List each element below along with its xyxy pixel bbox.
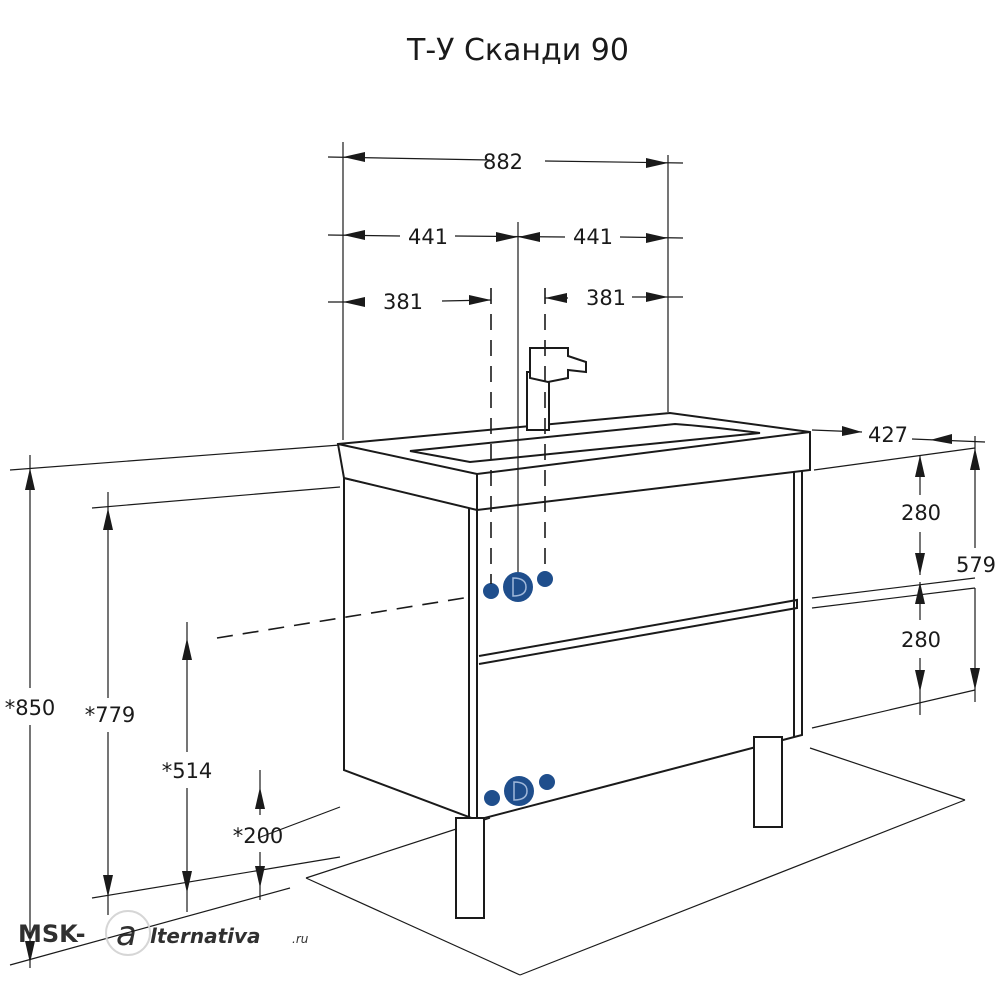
dim-381-left-label: 381 <box>383 290 423 314</box>
dim-779-label: *779 <box>85 703 136 727</box>
dimension-381: 381 381 <box>328 286 683 314</box>
dimension-779: *779 <box>85 492 136 915</box>
dim-427-label: 427 <box>868 423 908 447</box>
dim-579-label: 579 <box>956 553 996 577</box>
dimension-882: 882 <box>327 142 684 440</box>
dim-514-label: *514 <box>162 759 213 783</box>
dim-280-upper-label: 280 <box>901 501 941 525</box>
plumbing-markers-upper <box>483 571 553 602</box>
watermark-logo: MSK- a lternativa .ru <box>18 910 309 956</box>
dim-280-lower-label: 280 <box>901 628 941 652</box>
dimension-850: *850 <box>5 455 56 968</box>
cabinet-side <box>343 476 478 822</box>
dimension-200: *200 <box>233 770 284 900</box>
basin <box>336 411 811 512</box>
svg-text:MSK-: MSK- <box>18 920 86 948</box>
drawer-divider <box>478 598 798 665</box>
dimension-280-upper: 280 <box>901 455 941 575</box>
dimension-280-lower: 280 <box>901 582 941 715</box>
pipe-center-lines <box>216 222 546 639</box>
svg-text:.ru: .ru <box>292 932 309 946</box>
legs <box>455 736 783 919</box>
dim-381-right-label: 381 <box>586 286 626 310</box>
dim-850-label: *850 <box>5 696 56 720</box>
dim-441-right-label: 441 <box>573 225 613 249</box>
dim-882-label: 882 <box>483 150 523 174</box>
floor-outline <box>305 747 966 976</box>
dimension-441: 441 441 <box>327 225 684 249</box>
faucet-icon <box>526 347 587 431</box>
plumbing-markers-lower <box>484 774 555 806</box>
dimension-514: *514 <box>162 622 213 912</box>
svg-text:a: a <box>116 914 137 954</box>
dimension-579: 579 <box>956 436 996 702</box>
drawing-title: Т-У Сканди 90 <box>406 33 629 68</box>
dim-200-label: *200 <box>233 824 284 848</box>
dimension-427: 427 <box>811 423 986 447</box>
dim-441-left-label: 441 <box>408 225 448 249</box>
svg-text:lternativa: lternativa <box>150 924 261 948</box>
